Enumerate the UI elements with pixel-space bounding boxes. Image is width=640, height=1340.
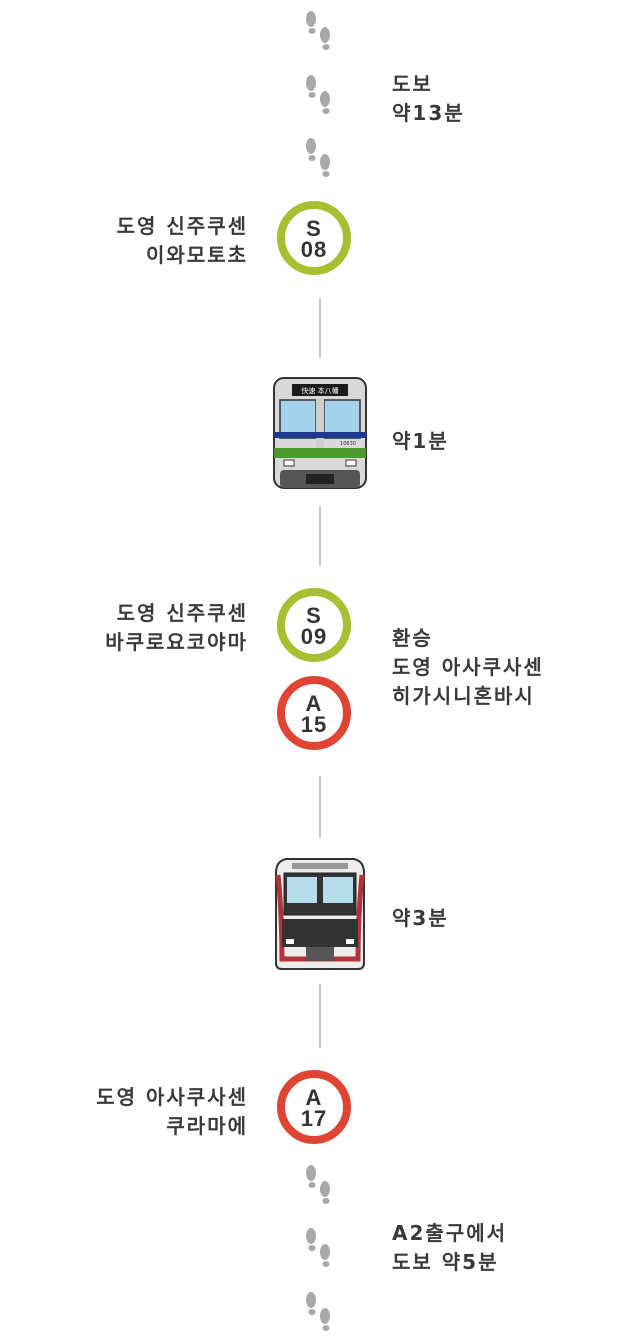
- shinjuku-line-train-icon: 快速 本八幡 10630: [273, 377, 367, 489]
- walk-label: 도보: [392, 72, 433, 96]
- walk-end-text: A2출구에서 도보 약5분: [392, 1219, 507, 1277]
- footprints-icon: [306, 138, 330, 177]
- ride1-text: 약1분: [392, 427, 449, 456]
- ride2-time: 약3분: [392, 906, 449, 930]
- station-code-number: 17: [300, 1106, 328, 1131]
- station-badge-s09: S 09: [277, 588, 351, 662]
- transfer-line-name: 도영 아사쿠사센: [392, 655, 544, 679]
- transfer-station-name: 히가시니혼바시: [392, 684, 535, 708]
- station-name: 바쿠로요코야마: [105, 630, 248, 654]
- asakusa-line-train-icon: [275, 858, 365, 970]
- connector-line: [319, 506, 321, 566]
- exit-label: A2출구에서: [392, 1221, 507, 1245]
- transfer-label: 환승: [392, 626, 433, 650]
- station-code-letter: S: [306, 216, 322, 241]
- station-badge-a15: A 15: [277, 676, 351, 750]
- connector-line: [319, 298, 321, 358]
- footprints-icon: [306, 1228, 330, 1267]
- station-code-letter: A: [305, 691, 323, 716]
- station-code-number: 15: [300, 712, 328, 737]
- station-badge-a17: A 17: [277, 1070, 351, 1144]
- footprints-icon: [306, 75, 330, 114]
- station-name-s08: 도영 신주쿠센 이와모토초: [117, 212, 248, 270]
- station-name-s09: 도영 신주쿠센 바쿠로요코야마: [105, 599, 248, 657]
- walk-start-text: 도보 약13분: [392, 70, 465, 128]
- station-line-name: 도영 신주쿠센: [116, 214, 248, 238]
- station-code-number: 08: [300, 237, 328, 262]
- connector-line: [319, 776, 321, 838]
- footprints-icon: [306, 1165, 330, 1204]
- station-name-a17: 도영 아사쿠사센 쿠라마에: [96, 1083, 248, 1141]
- footprints-icon: [306, 1292, 330, 1331]
- ride2-text: 약3분: [392, 904, 449, 933]
- station-badge-s08: S 08: [277, 201, 351, 275]
- station-code-number: 09: [300, 624, 328, 649]
- station-line-name: 도영 아사쿠사센: [96, 1085, 248, 1109]
- train-number: 10630: [340, 441, 356, 447]
- connector-line: [319, 984, 321, 1048]
- footprints-icon: [306, 11, 330, 50]
- ride1-time: 약1분: [392, 429, 449, 453]
- station-name: 이와모토초: [146, 243, 248, 267]
- transfer-text: 환승 도영 아사쿠사센 히가시니혼바시: [392, 624, 544, 711]
- walk-end-time: 도보 약5분: [392, 1250, 499, 1274]
- walk-time: 약13분: [392, 101, 465, 125]
- station-line-name: 도영 신주쿠센: [116, 601, 248, 625]
- train-headsign: 快速 本八幡: [301, 386, 338, 395]
- station-name: 쿠라마에: [166, 1114, 248, 1138]
- station-code-letter: S: [306, 603, 322, 628]
- station-code-letter: A: [305, 1085, 323, 1110]
